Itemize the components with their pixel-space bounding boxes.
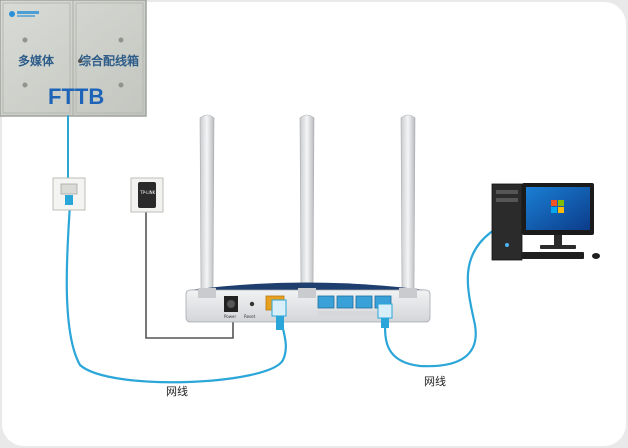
wireless-router: Power Reset <box>185 282 431 323</box>
windows-logo-icon <box>551 200 564 213</box>
cable-label-right: 网线 <box>424 374 446 388</box>
cabinet-fttb-label: FTTB <box>48 84 104 109</box>
cabinet-left-label: 多媒体 <box>18 53 55 68</box>
wall-network-jack <box>52 177 86 211</box>
desktop-computer <box>491 183 600 261</box>
power-adapter-brand: TP-LINK <box>139 190 156 195</box>
cable-label-left: 网线 <box>166 384 188 398</box>
cable-plugs <box>271 299 393 330</box>
cabinet-right-label: 综合配线箱 <box>79 53 139 68</box>
distribution-cabinet: 多媒体 综合配线箱 FTTB <box>0 0 147 117</box>
china-mobile-logo <box>9 11 39 17</box>
pc-tower <box>491 183 523 261</box>
power-port-label: Power <box>224 314 236 319</box>
keyboard <box>522 252 584 259</box>
mouse <box>592 253 600 259</box>
reset-port-label: Reset <box>244 314 256 319</box>
router-antennas <box>199 114 416 291</box>
power-outlet: TP-LINK <box>130 177 164 213</box>
ethernet-cables <box>65 115 500 384</box>
